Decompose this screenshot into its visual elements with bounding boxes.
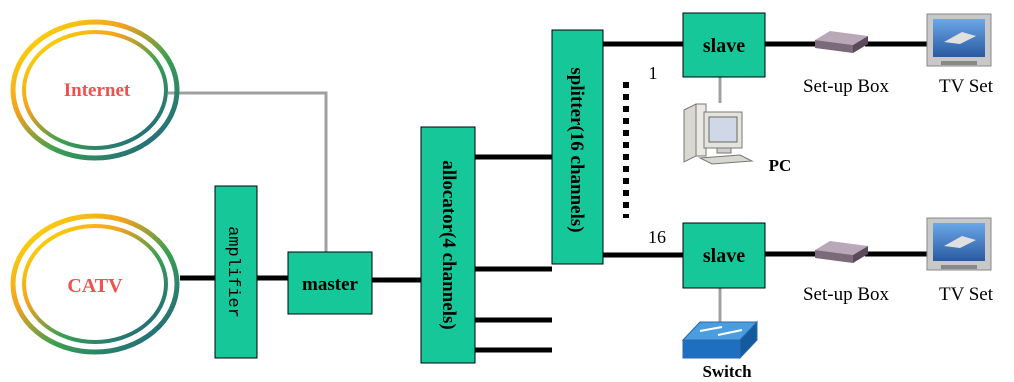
port-number-first: 1	[649, 63, 658, 83]
tv-top-icon	[927, 14, 991, 66]
slave-bottom-box: slave	[683, 223, 765, 288]
splitter-box: splitter(16 channels)	[552, 30, 603, 264]
catv-cloud: CATV	[13, 216, 177, 352]
master-label: master	[302, 274, 358, 295]
catv-label: CATV	[67, 275, 123, 297]
slave-top-label: slave	[703, 35, 745, 57]
pc-icon	[684, 104, 752, 164]
tv-top-label: TV Set	[939, 76, 994, 97]
tv-bottom-label: TV Set	[939, 284, 994, 305]
switch-icon	[683, 322, 757, 358]
internet-cloud: Internet	[13, 22, 177, 158]
allocator-label: allocator(4 channels)	[438, 160, 459, 329]
tv-bottom-icon	[927, 218, 991, 270]
amplifier-label: amplifier	[223, 226, 242, 318]
amplifier-box: amplifier	[215, 186, 257, 358]
setup-box-bottom-label: Set-up Box	[803, 284, 890, 305]
splitter-label: splitter(16 channels)	[566, 67, 587, 232]
allocator-box: allocator(4 channels)	[421, 127, 475, 363]
setup-box-top-label: Set-up Box	[803, 76, 890, 97]
master-box: master	[288, 252, 372, 314]
pc-label: PC	[769, 156, 792, 175]
slave-top-box: slave	[683, 13, 765, 77]
port-number-last: 16	[648, 227, 666, 247]
setup-box-top-icon	[815, 31, 868, 53]
slave-bottom-label: slave	[703, 245, 745, 267]
setup-box-bottom-icon	[815, 241, 868, 263]
internet-label: Internet	[64, 80, 131, 101]
switch-label: Switch	[702, 362, 752, 381]
